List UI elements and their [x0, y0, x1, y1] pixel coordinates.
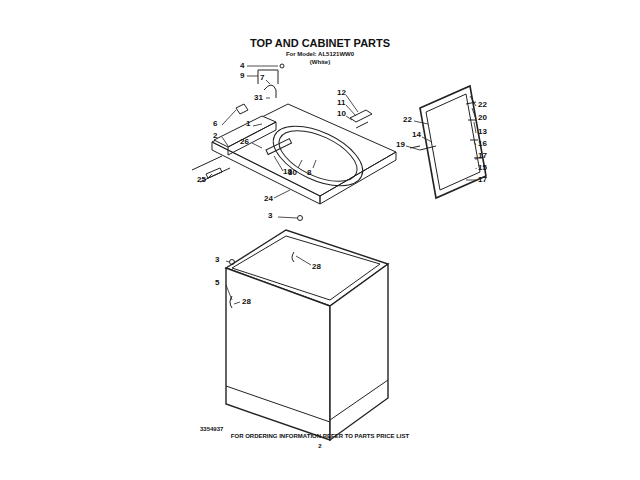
callout-number: 28	[242, 298, 251, 306]
callout-number: 31	[254, 94, 263, 102]
callout-number: 24	[264, 195, 273, 203]
callout-number: 5	[215, 279, 219, 287]
callout-number: 17	[478, 152, 487, 160]
color-note: (White)	[310, 59, 330, 65]
callout-number: 12	[337, 89, 346, 97]
callout-number: 4	[240, 62, 244, 70]
callout-number: 18	[283, 168, 292, 176]
callout-number: 20	[478, 114, 487, 122]
callout-number: 3	[268, 212, 272, 220]
callout-number: 1	[246, 120, 250, 128]
callout-number: 13	[478, 128, 487, 136]
callout-number: 7	[260, 74, 264, 82]
callout-number: 8	[307, 169, 311, 177]
callout-number: 22	[403, 116, 412, 124]
callout-number: 17	[478, 176, 487, 184]
callout-number: 28	[312, 263, 321, 271]
callout-number: 16	[478, 140, 487, 148]
model-note: For Model: AL5121WW0	[286, 51, 354, 57]
callout-number: 10	[337, 110, 346, 118]
callout-number: 22	[478, 101, 487, 109]
callout-number: 15	[478, 164, 487, 172]
callout-number: 19	[396, 141, 405, 149]
callout-number: 25	[197, 176, 206, 184]
callout-number: 2	[213, 132, 217, 140]
footer-note: FOR ORDERING INFORMATION REFER TO PARTS …	[231, 433, 409, 439]
callout-number: 6	[213, 120, 217, 128]
drawing-number: 3354937	[200, 426, 223, 432]
callout-number: 3	[215, 256, 219, 264]
callout-number: 14	[412, 131, 421, 139]
callout-number: 9	[240, 72, 244, 80]
callout-number: 26	[240, 138, 249, 146]
page-number: 2	[318, 443, 321, 449]
callout-number: 11	[337, 99, 345, 107]
diagram-title: TOP AND CABINET PARTS	[250, 38, 390, 49]
